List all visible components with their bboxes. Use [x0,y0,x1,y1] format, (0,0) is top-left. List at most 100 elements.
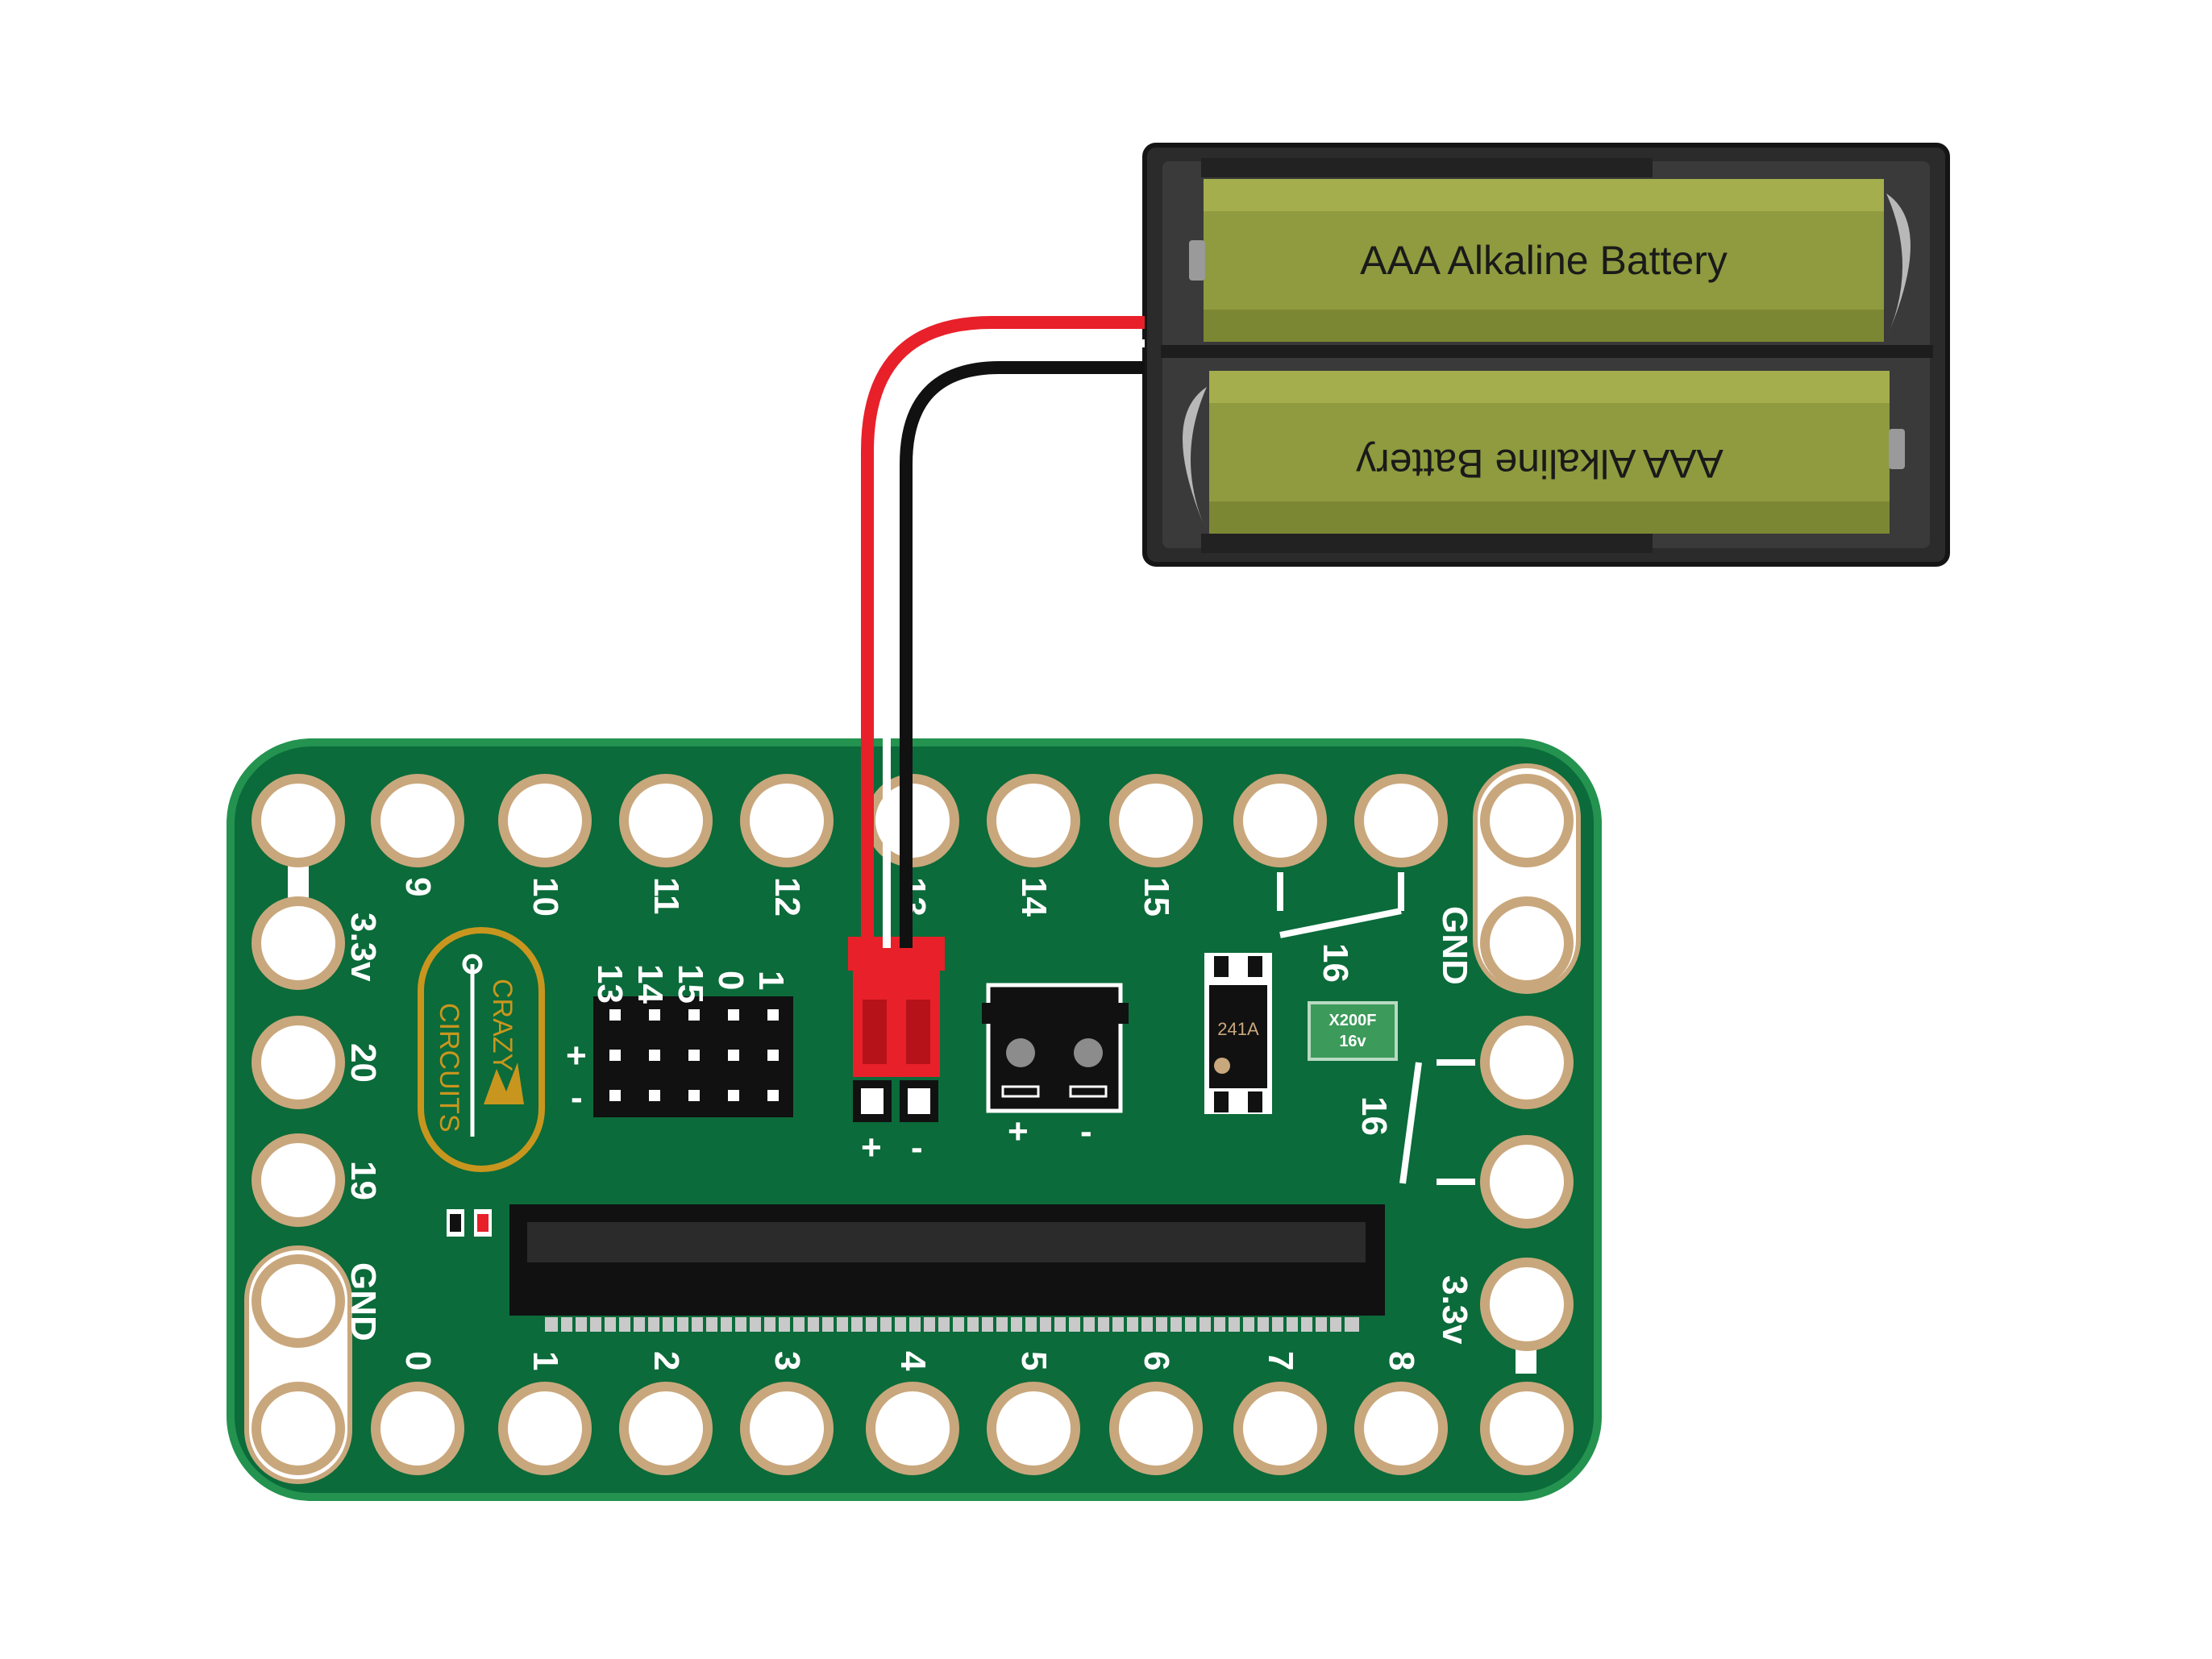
switch-symbol-top [1277,872,1404,938]
pin-label-8: 8 [1382,1351,1421,1370]
top-pin-labels: 9 10 11 12 13 14 15 [398,877,1176,917]
pad-bottom-corner[interactable] [1480,1382,1574,1475]
right-pad-column [1480,896,1574,1351]
pin-label-1: 1 [526,1351,565,1370]
pad-3[interactable] [740,1382,834,1475]
pin-label-0: 0 [398,1351,438,1370]
pad-10[interactable] [498,774,592,867]
pad-14[interactable] [987,774,1080,867]
left-label-20: 20 [343,1043,383,1083]
left-label-gnd: GND [343,1262,383,1341]
pin-label-3: 3 [767,1351,807,1370]
dc-plus-label: + [1008,1112,1029,1151]
left-side-labels: 3.3v 20 19 GND [343,913,383,1341]
fuse-label-line2: 16v [1339,1033,1366,1050]
header-minus: - [571,1078,583,1117]
pad-5[interactable] [987,1382,1080,1475]
pcb-board: 9 10 11 12 13 14 15 0 1 2 3 4 5 6 7 8 3.… [227,738,1602,1501]
jst-plus-label: + [861,1128,882,1167]
pad-16-a[interactable] [1480,1016,1574,1109]
header-plus: + [566,1036,587,1075]
logo-text-circuits: CIRCUITS [434,1003,464,1133]
pad-15[interactable] [1109,774,1203,867]
battery-cell-bottom-label: AAA Alkaline Battery [1356,441,1723,486]
pad-2[interactable] [619,1382,713,1475]
pin-label-4: 4 [893,1351,933,1371]
pad-19[interactable] [252,1133,345,1227]
wire-red [861,316,1145,948]
pad-gnd-left-bottom[interactable] [252,1382,345,1475]
screw-terminal-minus-screw [1074,1038,1103,1067]
pad-11[interactable] [619,774,713,867]
header-col-13: 13 [590,964,630,1004]
pin-label-7: 7 [1261,1351,1300,1370]
pin-label-13: 13 [893,877,933,917]
pad-switch-a[interactable] [1233,774,1327,867]
crazy-circuits-logo: CRAZY CIRCUITS [418,927,545,1172]
battery-cell-top: AAA Alkaline Battery [1189,179,1911,342]
pad-3v3-left[interactable] [252,896,345,990]
screw-terminal[interactable]: + - [982,983,1129,1151]
pad-20[interactable] [252,1016,345,1109]
pad-1[interactable] [498,1382,592,1475]
left-pad-column [252,896,345,1348]
bottom-pad-row [252,1382,1574,1475]
pin-label-9: 9 [398,877,438,896]
fuse-x200f: X200F 16v [1308,1001,1398,1061]
pad-4[interactable] [866,1382,959,1475]
battery-cell-bottom: AAA Alkaline Battery [1183,371,1905,534]
pin-label-15: 15 [1137,877,1176,917]
right-side-labels: GND 16 3.3v [1354,906,1474,1345]
pad-8[interactable] [1354,1382,1448,1475]
header-pin-block: 13 14 15 0 1 + - [566,964,793,1117]
header-col-1: 1 [751,971,791,990]
right-label-3v3: 3.3v [1435,1275,1474,1345]
pad-12[interactable] [740,774,834,867]
logo-text-crazy: CRAZY [487,979,518,1071]
left-label-3v3: 3.3v [343,913,383,982]
led-indicators [447,1209,492,1237]
screw-terminal-plus-screw [1006,1038,1035,1067]
pad-7[interactable] [1233,1382,1327,1475]
pad-3v3-right[interactable] [1480,1258,1574,1351]
pad-6[interactable] [1109,1382,1203,1475]
pin-label-14: 14 [1014,877,1054,917]
right-label-gnd: GND [1435,906,1474,985]
pad-gnd-right-bottom[interactable] [1480,896,1574,990]
pin-label-10: 10 [526,877,565,917]
pin-label-11: 11 [647,877,686,915]
pad-16-b[interactable] [1480,1135,1574,1229]
wire-black [900,361,1145,948]
switch-symbol-right [1399,1059,1475,1185]
jst-minus-label: - [911,1128,923,1167]
pin-label-5: 5 [1014,1351,1054,1370]
bottom-pin-labels: 0 1 2 3 4 5 6 7 8 [398,1351,1421,1371]
chip-241a: 241A [1204,953,1272,1114]
jst-connector[interactable]: + - [848,937,945,1167]
dc-minus-label: - [1080,1112,1092,1151]
pin-label-2: 2 [647,1351,686,1370]
pin-label-6: 6 [1137,1351,1176,1370]
left-label-19: 19 [343,1161,383,1200]
edge-connector-slot[interactable] [509,1204,1385,1332]
header-col-0: 0 [711,971,750,990]
battery-cell-top-label: AAA Alkaline Battery [1360,238,1728,283]
pad-gnd-left-top[interactable] [252,1254,345,1348]
right-label-16: 16 [1354,1096,1394,1136]
pad-switch-b[interactable] [1354,774,1448,867]
fuse-label-line1: X200F [1329,1012,1377,1029]
pad-0[interactable] [371,1382,464,1475]
top-pad-row [252,774,1574,867]
wire-white [883,339,1145,948]
chip-label: 241A [1217,1019,1259,1039]
header-col-15: 15 [671,964,710,1004]
pad-gnd-right-top[interactable] [1480,774,1574,867]
pin-label-12: 12 [767,877,807,917]
pad-top-corner[interactable] [252,774,345,867]
pad-9[interactable] [371,774,464,867]
header-col-14: 14 [630,964,670,1004]
battery-pack: AAA Alkaline Battery AAA Alkaline Batter… [1142,143,1950,567]
battery-wires [861,316,1145,948]
switch-top-label: 16 [1316,943,1355,983]
